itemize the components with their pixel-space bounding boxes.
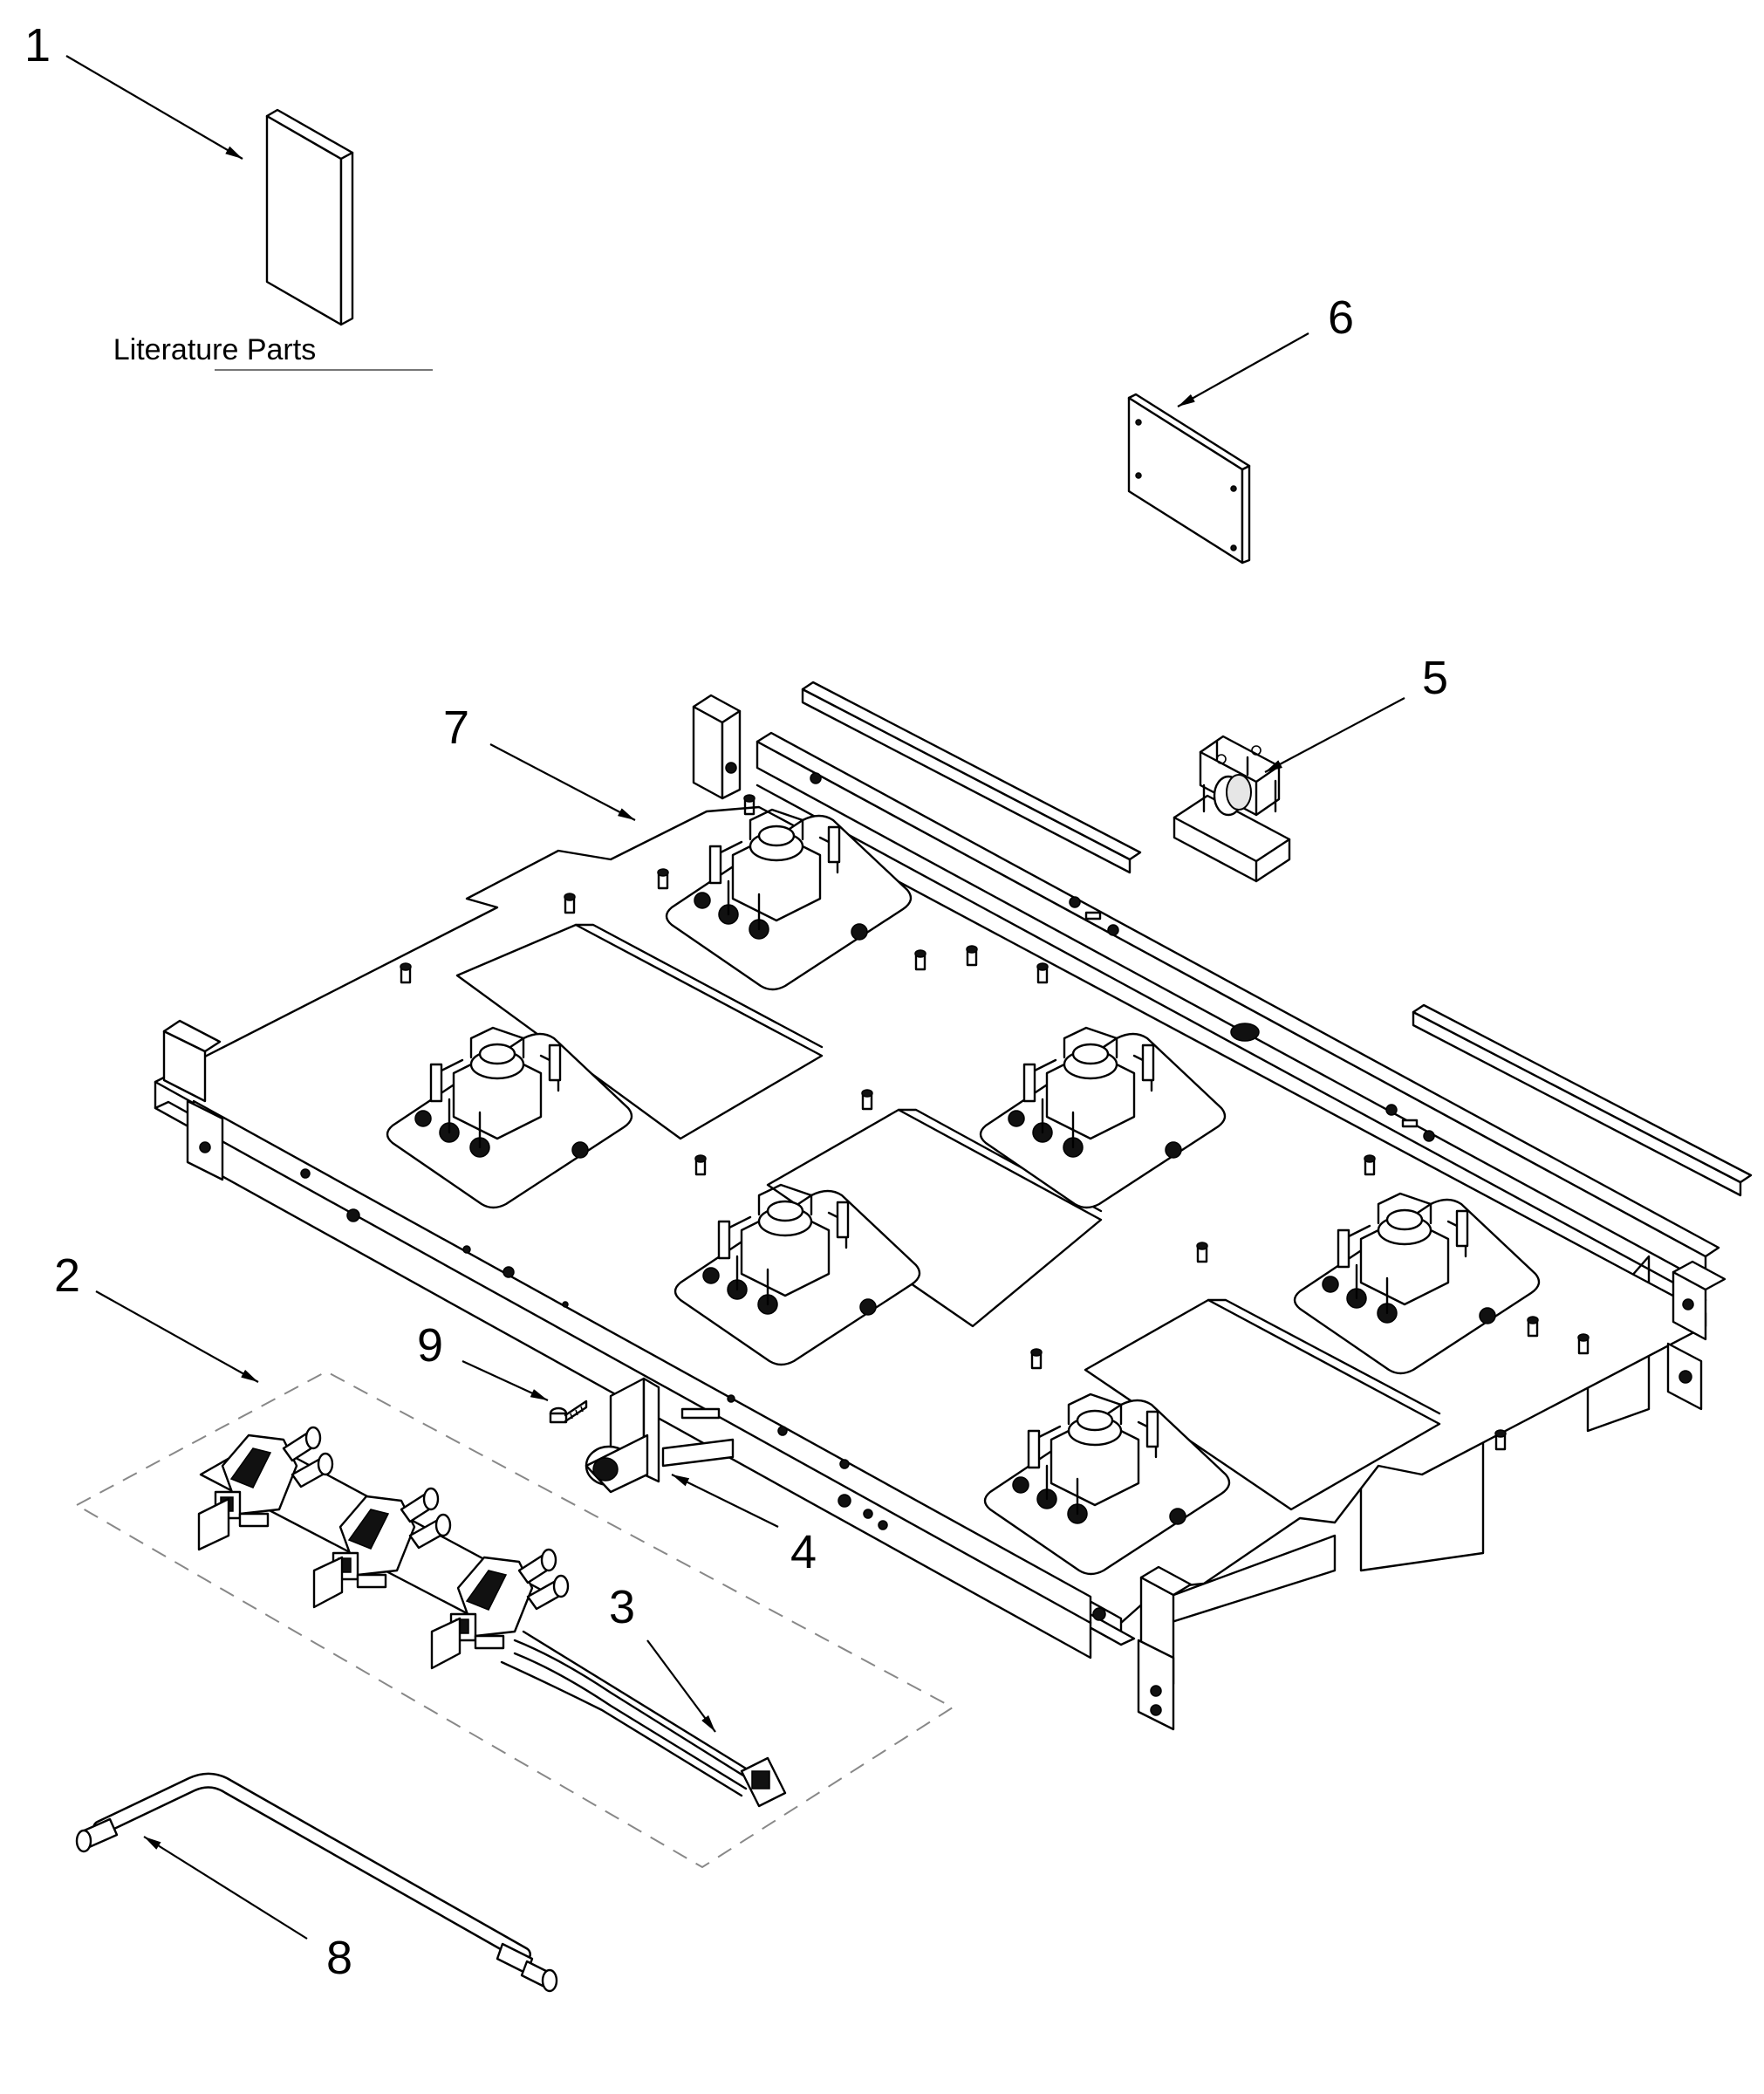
leader-2	[95, 1290, 259, 1383]
leader-9	[462, 1360, 549, 1401]
literature-label: Literature Parts	[113, 333, 316, 366]
callout-1: 1	[24, 19, 51, 72]
spark-module	[1173, 735, 1291, 883]
callout-8: 8	[326, 1932, 352, 1984]
kit-dashed-outline	[74, 1370, 954, 1869]
leader-3	[646, 1639, 716, 1733]
wire-harness	[500, 1630, 787, 1808]
callout-7: 7	[443, 701, 469, 754]
pressure-regulator-inlet	[585, 1377, 735, 1494]
leader-6	[1177, 332, 1309, 407]
callout-4: 4	[790, 1526, 817, 1578]
leader-1	[65, 55, 243, 160]
mounting-screw	[549, 1399, 588, 1424]
callout-2: 2	[54, 1249, 80, 1302]
leader-5	[1264, 697, 1405, 773]
gas-valve-manifold	[197, 1426, 570, 1670]
leader-7	[489, 743, 636, 821]
callout-9: 9	[417, 1319, 443, 1372]
callout-3: 3	[609, 1581, 635, 1633]
callout-6: 6	[1328, 291, 1354, 344]
cover-plate	[1127, 393, 1251, 565]
gas-supply-tube	[75, 1772, 558, 1993]
literature-booklet	[265, 108, 354, 326]
leader-8	[143, 1836, 308, 1940]
callout-5: 5	[1422, 652, 1448, 704]
burner-base-assembly	[154, 681, 1753, 1731]
leader-4	[671, 1474, 779, 1528]
